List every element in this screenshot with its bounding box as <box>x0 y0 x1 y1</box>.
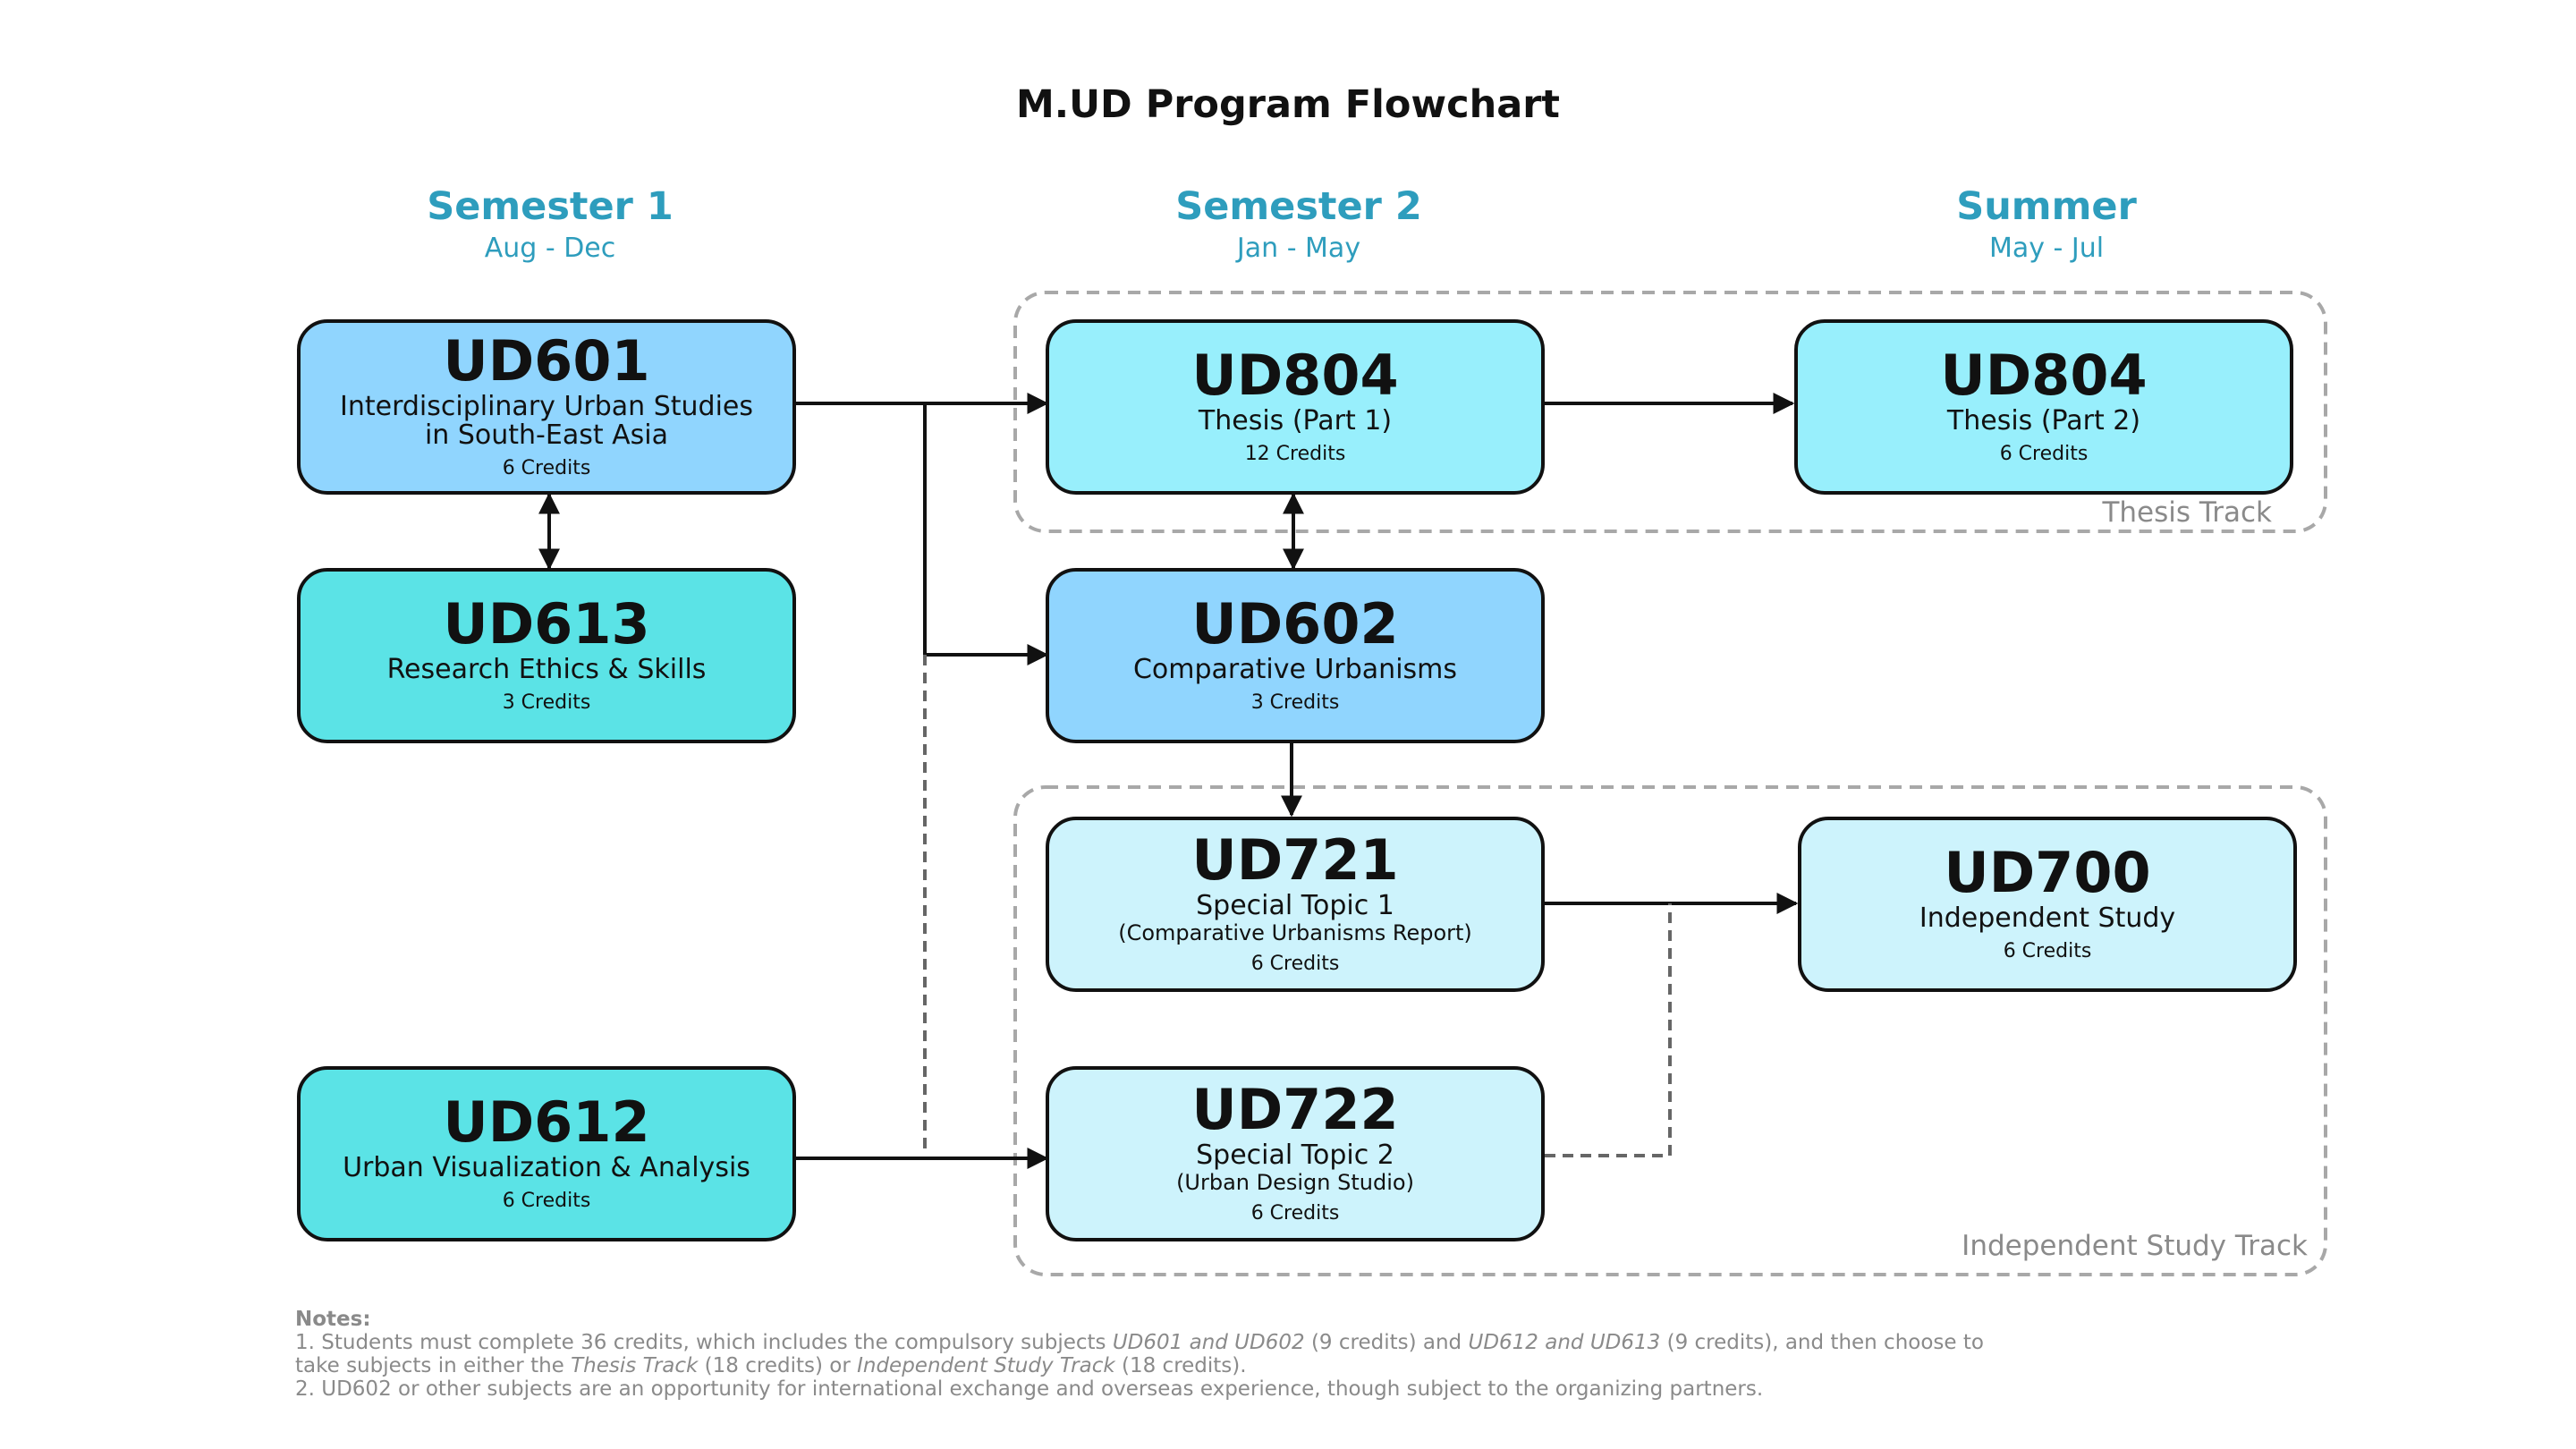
course-ud804-part2[interactable]: UD804 Thesis (Part 2) 6 Credits <box>1794 319 2293 495</box>
course-ud601[interactable]: UD601 Interdisciplinary Urban Studies in… <box>297 319 796 495</box>
course-ud700-credits: 6 Credits <box>2003 940 2092 962</box>
course-ud612-title: Urban Visualization & Analysis <box>343 1152 750 1183</box>
course-ud602-title: Comparative Urbanisms <box>1132 654 1458 685</box>
course-ud613[interactable]: UD613 Research Ethics & Skills 3 Credits <box>297 568 796 743</box>
course-ud722[interactable]: UD722 Special Topic 2 (Urban Design Stud… <box>1046 1066 1545 1241</box>
course-ud601-title-line1: Interdisciplinary Urban Studies <box>339 391 753 422</box>
note-1-part-a: 1. Students must complete 36 credits, wh… <box>295 1331 1113 1354</box>
course-ud613-credits: 3 Credits <box>502 691 591 714</box>
course-ud700[interactable]: UD700 Independent Study 6 Credits <box>1798 817 2297 992</box>
note-1-part-h: (18 credits) or <box>698 1354 858 1377</box>
course-ud700-code: UD700 <box>1944 840 2151 905</box>
course-ud613-code: UD613 <box>443 591 650 657</box>
semester-1-name: Semester 1 <box>427 184 674 229</box>
semester-1-header: Semester 1 Aug - Dec <box>300 183 801 267</box>
course-ud804-part2-title: Thesis (Part 2) <box>1946 405 2141 436</box>
course-ud804-part1-title: Thesis (Part 1) <box>1198 405 1393 436</box>
semester-2-name: Semester 2 <box>1175 184 1422 229</box>
course-ud804-part2-credits: 6 Credits <box>1999 443 2089 465</box>
summer-header: Summer May - Jul <box>1796 183 2297 267</box>
summer-name: Summer <box>1956 184 2137 229</box>
course-ud602[interactable]: UD602 Comparative Urbanisms 3 Credits <box>1046 568 1545 743</box>
course-ud601-code: UD601 <box>443 328 650 394</box>
course-ud722-code: UD722 <box>1191 1077 1399 1142</box>
note-1: 1. Students must complete 36 credits, wh… <box>295 1331 2084 1377</box>
note-1-part-i: Independent Study Track <box>857 1354 1115 1377</box>
course-ud722-subtitle: (Urban Design Studio) <box>1176 1170 1414 1195</box>
course-ud721-subtitle: (Comparative Urbanisms Report) <box>1118 920 1472 945</box>
note-1-part-e: (9 credits), and then choose to <box>1660 1331 1984 1354</box>
course-ud721[interactable]: UD721 Special Topic 1 (Comparative Urban… <box>1046 817 1545 992</box>
semester-2-range: Jan - May <box>1236 233 1361 264</box>
course-ud722-title: Special Topic 2 <box>1196 1140 1394 1171</box>
course-ud700-title: Independent Study <box>1919 902 2176 934</box>
note-1-part-b: UD601 and UD602 <box>1112 1331 1305 1354</box>
note-1-part-f: take subjects in either the <box>295 1354 572 1377</box>
thesis-track-label: Thesis Track <box>2102 496 2272 529</box>
course-ud602-credits: 3 Credits <box>1250 691 1340 714</box>
note-1-part-d: UD612 and UD613 <box>1468 1331 1661 1354</box>
course-ud804-part1[interactable]: UD804 Thesis (Part 1) 12 Credits <box>1046 319 1545 495</box>
course-ud721-credits: 6 Credits <box>1250 953 1340 975</box>
independent-study-track-label: Independent Study Track <box>1962 1230 2308 1262</box>
course-ud612-code: UD612 <box>443 1089 650 1155</box>
course-ud612[interactable]: UD612 Urban Visualization & Analysis 6 C… <box>297 1066 796 1241</box>
course-ud721-code: UD721 <box>1191 827 1399 893</box>
semester-2-header: Semester 2 Jan - May <box>1048 183 1549 267</box>
note-1-part-g: Thesis Track <box>571 1354 699 1377</box>
course-ud804-part2-code: UD804 <box>1940 343 2148 408</box>
course-ud601-title-line2: in South-East Asia <box>424 419 669 451</box>
summer-range: May - Jul <box>1988 233 2105 264</box>
course-ud722-credits: 6 Credits <box>1250 1202 1340 1224</box>
course-ud602-code: UD602 <box>1191 591 1399 657</box>
course-ud804-part1-code: UD804 <box>1191 343 1399 408</box>
note-1-part-c: (9 credits) and <box>1304 1331 1469 1354</box>
course-ud612-credits: 6 Credits <box>502 1190 591 1212</box>
page-title: M.UD Program Flowchart <box>1015 82 1560 127</box>
course-ud601-credits: 6 Credits <box>502 457 591 479</box>
notes-section: Notes: 1. Students must complete 36 cred… <box>295 1308 2084 1401</box>
connector-ud722-dashed-to-ud700 <box>1545 903 1672 1157</box>
note-1-part-j: (18 credits). <box>1114 1354 1247 1377</box>
course-ud613-title: Research Ethics & Skills <box>386 654 707 685</box>
course-ud804-part1-credits: 12 Credits <box>1244 443 1346 465</box>
thesis-track-region <box>1013 291 2327 533</box>
notes-heading: Notes: <box>295 1308 371 1331</box>
course-ud721-title: Special Topic 1 <box>1196 890 1394 921</box>
independent-track-region <box>1013 785 2327 1276</box>
note-2: 2. UD602 or other subjects are an opport… <box>295 1377 1764 1401</box>
semester-1-range: Aug - Dec <box>484 233 616 264</box>
